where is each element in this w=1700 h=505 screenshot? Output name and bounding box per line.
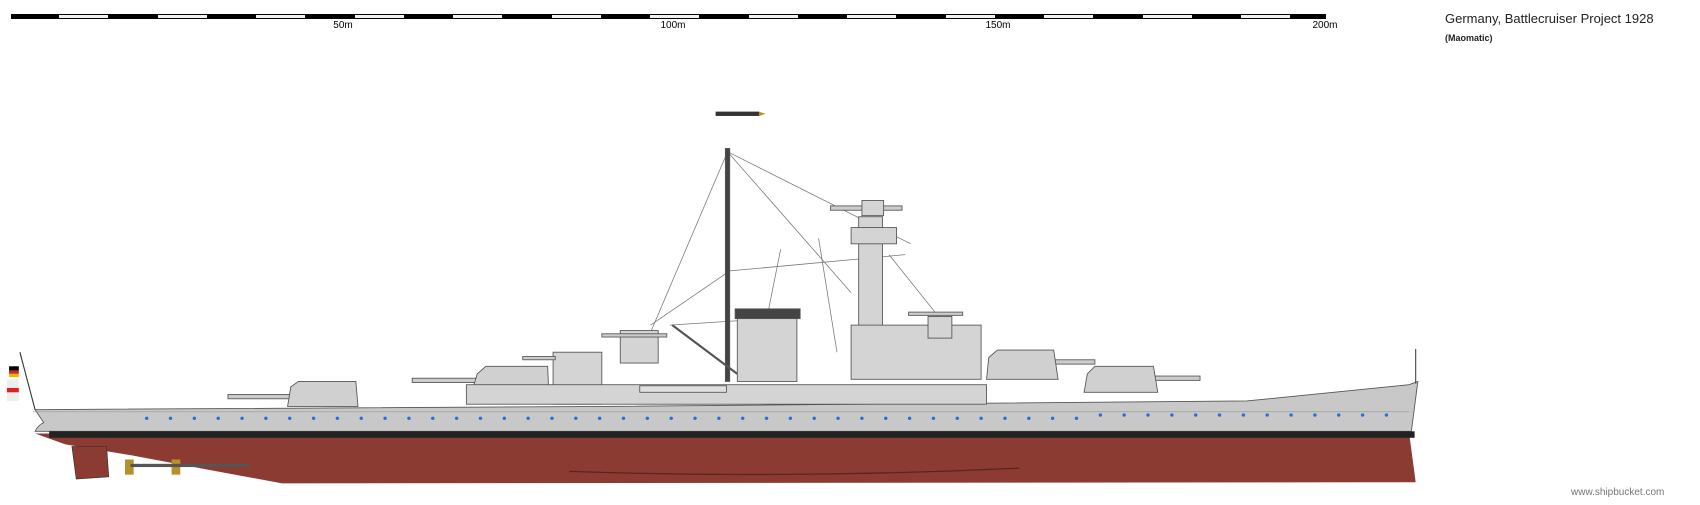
porthole <box>1217 413 1222 417</box>
porthole <box>168 416 173 421</box>
porthole <box>526 416 530 421</box>
drawing-author: (Maomatic) <box>1445 33 1493 43</box>
porthole <box>1289 413 1293 417</box>
funnel-cap <box>734 308 801 320</box>
porthole <box>645 416 650 421</box>
porthole <box>979 416 983 421</box>
porthole <box>907 416 912 421</box>
porthole <box>144 416 149 421</box>
scale-label-50m: 50m <box>333 20 353 31</box>
porthole <box>1337 413 1341 417</box>
porthole <box>335 416 340 421</box>
porthole <box>693 416 697 421</box>
porthole <box>621 416 626 421</box>
scale-bar-segment <box>551 15 601 18</box>
foretop <box>850 227 898 245</box>
porthole <box>597 416 602 421</box>
rudder <box>71 446 110 480</box>
porthole <box>454 416 459 421</box>
porthole <box>860 416 864 421</box>
porthole <box>550 416 554 421</box>
turret-a <box>1083 365 1201 393</box>
scale-bar <box>11 14 1326 19</box>
bridge <box>850 324 982 380</box>
porthole <box>1193 413 1198 417</box>
porthole <box>884 416 888 421</box>
aft-deckhouse <box>465 384 987 405</box>
porthole <box>1313 413 1317 417</box>
propeller-shaft <box>130 463 250 468</box>
porthole <box>1360 413 1365 417</box>
porthole <box>1241 413 1246 417</box>
drawing-title: Germany, Battlecruiser Project 1928 <box>1445 11 1654 26</box>
porthole <box>1384 413 1389 417</box>
scale-bar-segment <box>1241 15 1290 18</box>
porthole <box>1146 413 1150 417</box>
porthole <box>931 416 936 421</box>
bilge-keel <box>569 467 1020 476</box>
porthole <box>764 416 769 421</box>
watermark: www.shipbucket.com <box>1571 487 1665 498</box>
porthole <box>431 416 435 421</box>
portholes <box>144 413 1389 421</box>
scale-bar-segment <box>1142 15 1192 18</box>
porthole <box>359 416 363 421</box>
boot-top <box>49 431 1415 438</box>
porthole <box>1074 416 1079 421</box>
funnel-base <box>736 316 798 382</box>
crane <box>671 324 738 375</box>
scale-bar-segment <box>256 15 305 18</box>
scale-bar-segment <box>354 15 404 18</box>
porthole <box>287 416 292 421</box>
porthole <box>812 416 816 421</box>
scale-bar-segment <box>650 15 699 18</box>
porthole <box>955 416 960 421</box>
porthole <box>311 416 316 421</box>
scale-label-200m: 200m <box>1312 20 1338 31</box>
scale-bar-segment <box>157 15 207 18</box>
turret-b <box>986 349 1096 380</box>
turret-y <box>227 381 359 407</box>
scale-bar-segment <box>1044 15 1093 18</box>
porthole <box>1170 413 1174 417</box>
hull-red-bottom <box>35 433 1416 484</box>
porthole <box>216 416 220 421</box>
porthole <box>1122 413 1126 417</box>
porthole <box>240 416 244 421</box>
porthole <box>502 416 507 421</box>
porthole <box>407 416 411 421</box>
porthole <box>836 416 840 421</box>
scale-bar-segment <box>59 15 108 18</box>
hull <box>32 380 1419 484</box>
porthole <box>1265 413 1269 417</box>
porthole <box>740 416 745 421</box>
mainmast <box>724 148 731 382</box>
porthole <box>478 416 483 421</box>
scale-bar-segment <box>748 15 798 18</box>
scale-bar-segment <box>847 15 896 18</box>
ensign-flag <box>6 352 36 410</box>
porthole <box>1027 416 1031 421</box>
porthole <box>1003 416 1007 421</box>
porthole <box>1050 416 1055 421</box>
porthole <box>788 416 793 421</box>
scale-label-150m: 150m <box>985 20 1011 31</box>
scale-bar-segment <box>453 15 502 18</box>
boat <box>639 385 727 393</box>
porthole <box>1098 413 1103 417</box>
hull-grey-topsides <box>34 380 1419 432</box>
superstructure <box>465 148 987 405</box>
porthole <box>574 416 578 421</box>
torpedo-drawing <box>715 111 766 116</box>
porthole <box>669 416 673 421</box>
porthole <box>383 416 387 421</box>
scale-label-100m: 100m <box>660 20 686 31</box>
porthole <box>264 416 268 421</box>
scale-bar-segment <box>945 15 995 18</box>
porthole <box>192 416 197 421</box>
porthole <box>717 416 721 421</box>
